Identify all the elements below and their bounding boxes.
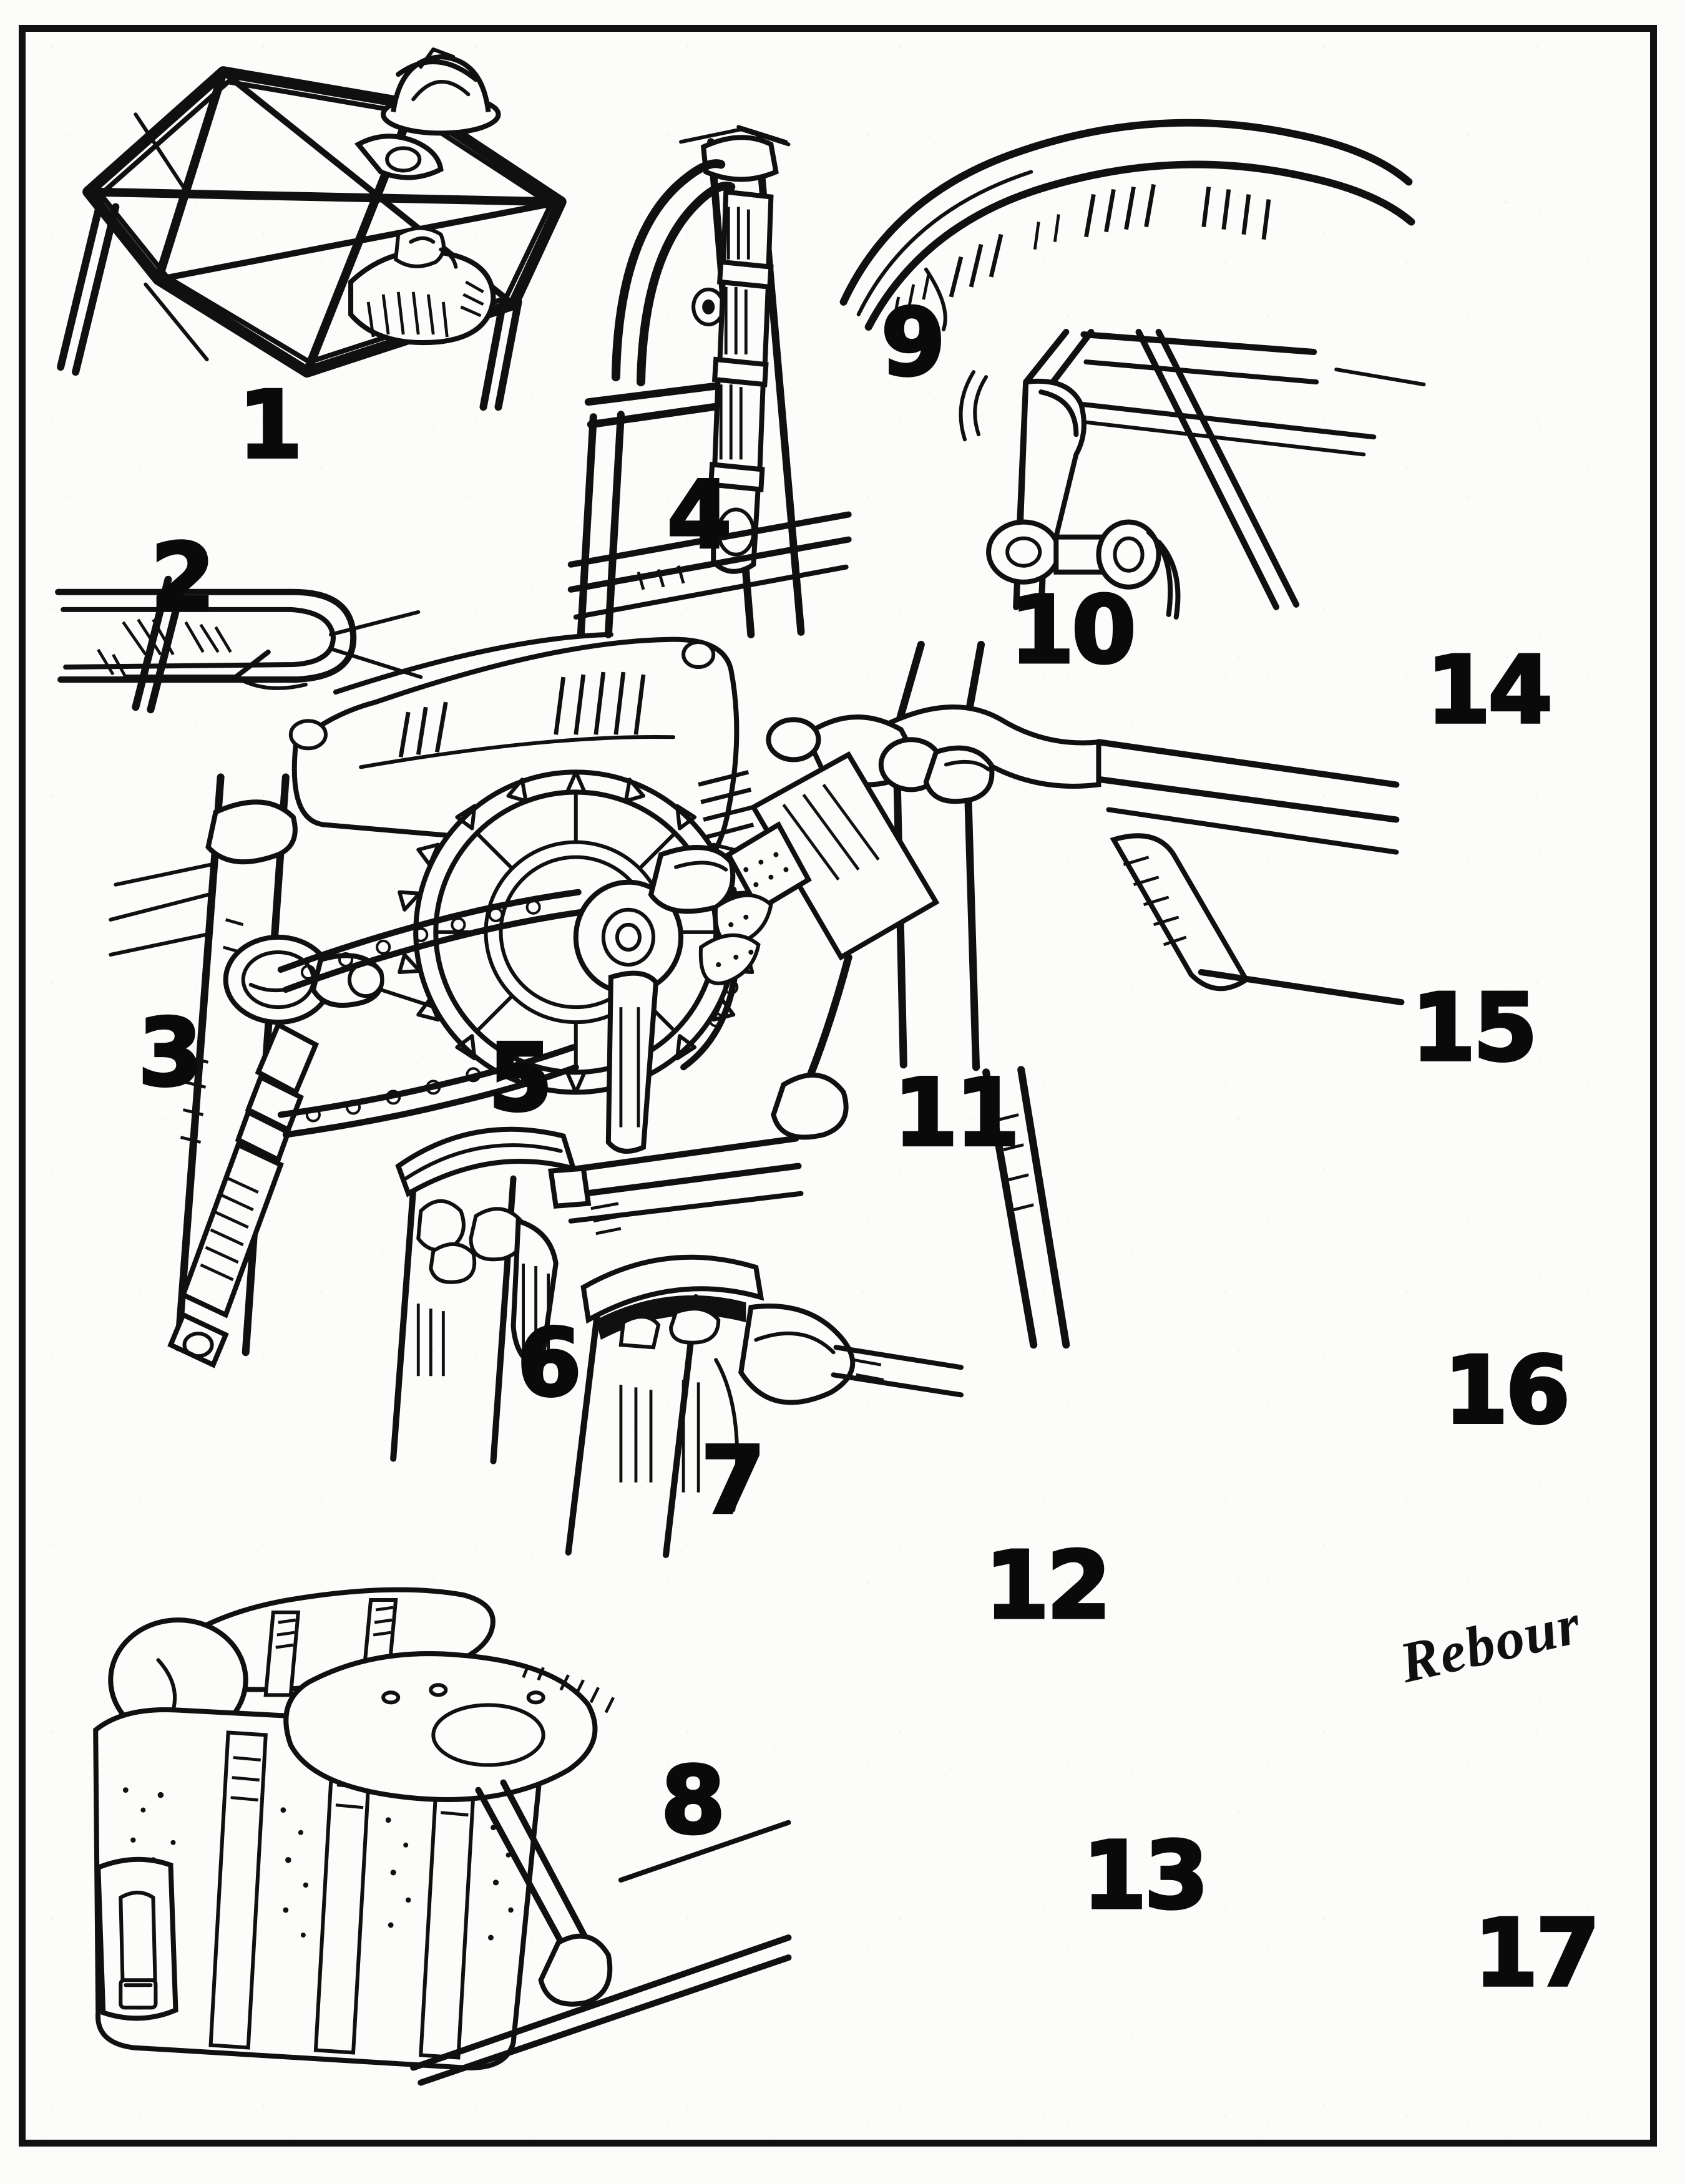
callout-14: 14 — [1425, 636, 1554, 745]
callout-1: 1 — [237, 372, 304, 480]
figure-frame-pump-mount — [698, 640, 1405, 1349]
chain-upper — [277, 889, 584, 993]
figure-front-luggage-rack — [38, 44, 601, 411]
figure-fender-section — [826, 119, 1427, 357]
callout-2: 2 — [149, 524, 217, 632]
figure-seatstay-pump-mount — [564, 119, 852, 645]
figure-fork-crown-lug — [564, 1232, 964, 1558]
callout-16: 16 — [1442, 1337, 1571, 1445]
callout-17: 17 — [1472, 1899, 1601, 2008]
callout-4: 4 — [666, 462, 733, 570]
callout-9: 9 — [879, 289, 947, 397]
figure-saddle-and-saddlebag — [38, 1545, 792, 2086]
artist-signature: Rebour — [1394, 1591, 1587, 1695]
figure-seat-binder-brake — [1651, 1070, 1657, 1670]
callout-5: 5 — [487, 1025, 554, 1133]
figure-seat-lug-cluster — [388, 1101, 804, 1465]
callout-15: 15 — [1410, 975, 1539, 1083]
callout-13: 13 — [1081, 1822, 1210, 1931]
chain-lower — [277, 1044, 579, 1138]
figure-brake-cable-hanger — [901, 328, 1427, 620]
callout-6: 6 — [515, 1310, 583, 1418]
callout-8: 8 — [660, 1747, 727, 1855]
figure-chainset-chainguard — [263, 620, 1038, 1158]
callout-11: 11 — [892, 1060, 1021, 1168]
callout-10: 10 — [1009, 577, 1138, 685]
callout-7: 7 — [700, 1427, 767, 1535]
callout-3: 3 — [137, 1000, 204, 1108]
figure-fender-stay-bridge — [48, 557, 423, 782]
callout-12: 12 — [984, 1532, 1113, 1640]
